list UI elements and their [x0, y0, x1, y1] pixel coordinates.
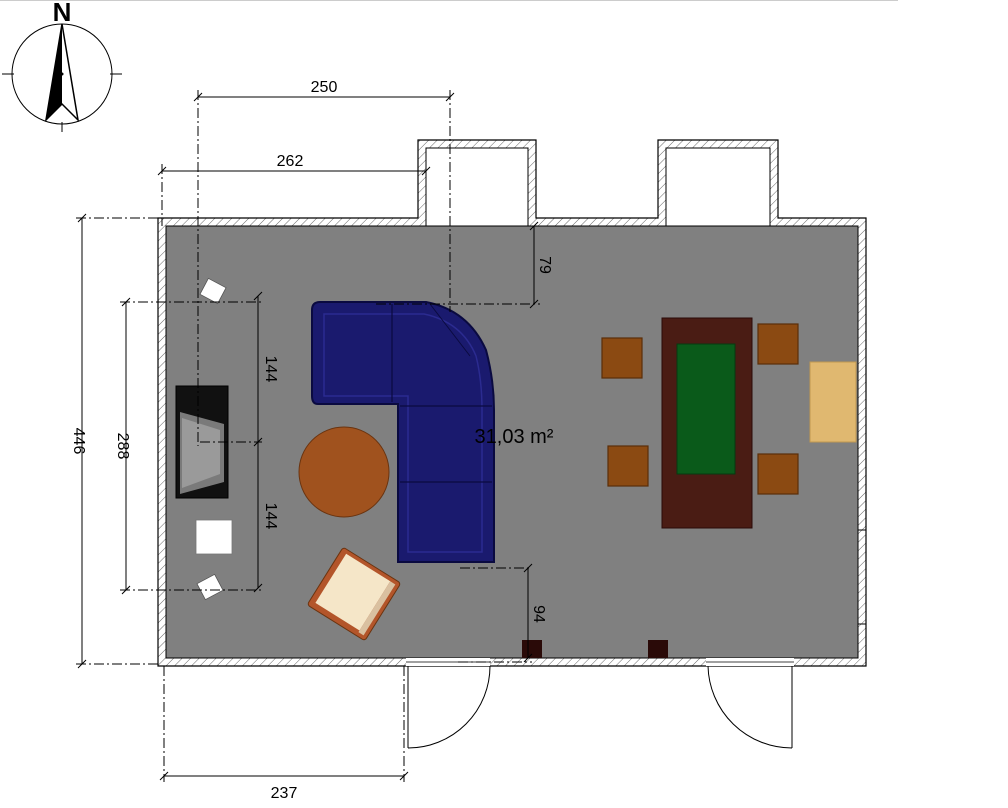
- compass: N: [2, 0, 122, 132]
- radiator-left: [522, 640, 542, 658]
- coffee-table: [298, 426, 390, 518]
- walls: [157, 139, 867, 667]
- radiator-right: [648, 640, 668, 658]
- dim-tv-upper-label: 144: [262, 356, 279, 383]
- compass-needle-half: [46, 24, 62, 120]
- furniture: [175, 277, 857, 658]
- corner-sofa: [311, 301, 495, 563]
- armchair-back: [358, 581, 396, 636]
- alcove-right: [665, 147, 771, 227]
- dim-sofa-bottom-label: 94: [530, 605, 547, 623]
- dimensions: 250 262 446 288 144 144: [70, 79, 553, 802]
- compass-center: [60, 72, 64, 76]
- dim-top-outer-label: 250: [311, 79, 338, 96]
- dim-bottom-label: 237: [271, 785, 298, 802]
- tv-screen-highlight: [182, 418, 220, 488]
- door-right-swing: [707, 665, 793, 749]
- door-left-swing: [407, 665, 491, 749]
- dim-alcove-label: 79: [536, 256, 553, 274]
- armchair-cushion: [315, 553, 391, 631]
- dim-left-outer-label: 446: [70, 428, 87, 455]
- doors: [406, 658, 794, 749]
- dining-table-top: [676, 343, 736, 475]
- chair-left-bottom: [607, 445, 649, 487]
- sofa-corner-seam: [429, 303, 471, 357]
- armchair: [307, 547, 401, 641]
- dim-top-inner-label: 262: [277, 153, 304, 170]
- alcove-left: [425, 147, 529, 227]
- dim-tv-lower-label: 144: [262, 503, 279, 530]
- sideboard: [809, 361, 857, 443]
- side-cabinet: [195, 519, 233, 555]
- chair-right-top: [757, 323, 799, 365]
- chair-right-bottom: [757, 453, 799, 495]
- dim-tv-lower-tick-b: [253, 583, 263, 593]
- room-area-label: 31,03 m²: [475, 426, 554, 448]
- dim-tv-upper-tick-t: [253, 291, 263, 301]
- dim-left-inner-label: 288: [114, 433, 131, 460]
- speaker-bottom: [196, 573, 224, 601]
- dim-sofa-bottom-tick-b: [523, 653, 533, 663]
- chair-left-top: [601, 337, 643, 379]
- speaker-top: [199, 277, 227, 305]
- north-label: N: [53, 0, 72, 27]
